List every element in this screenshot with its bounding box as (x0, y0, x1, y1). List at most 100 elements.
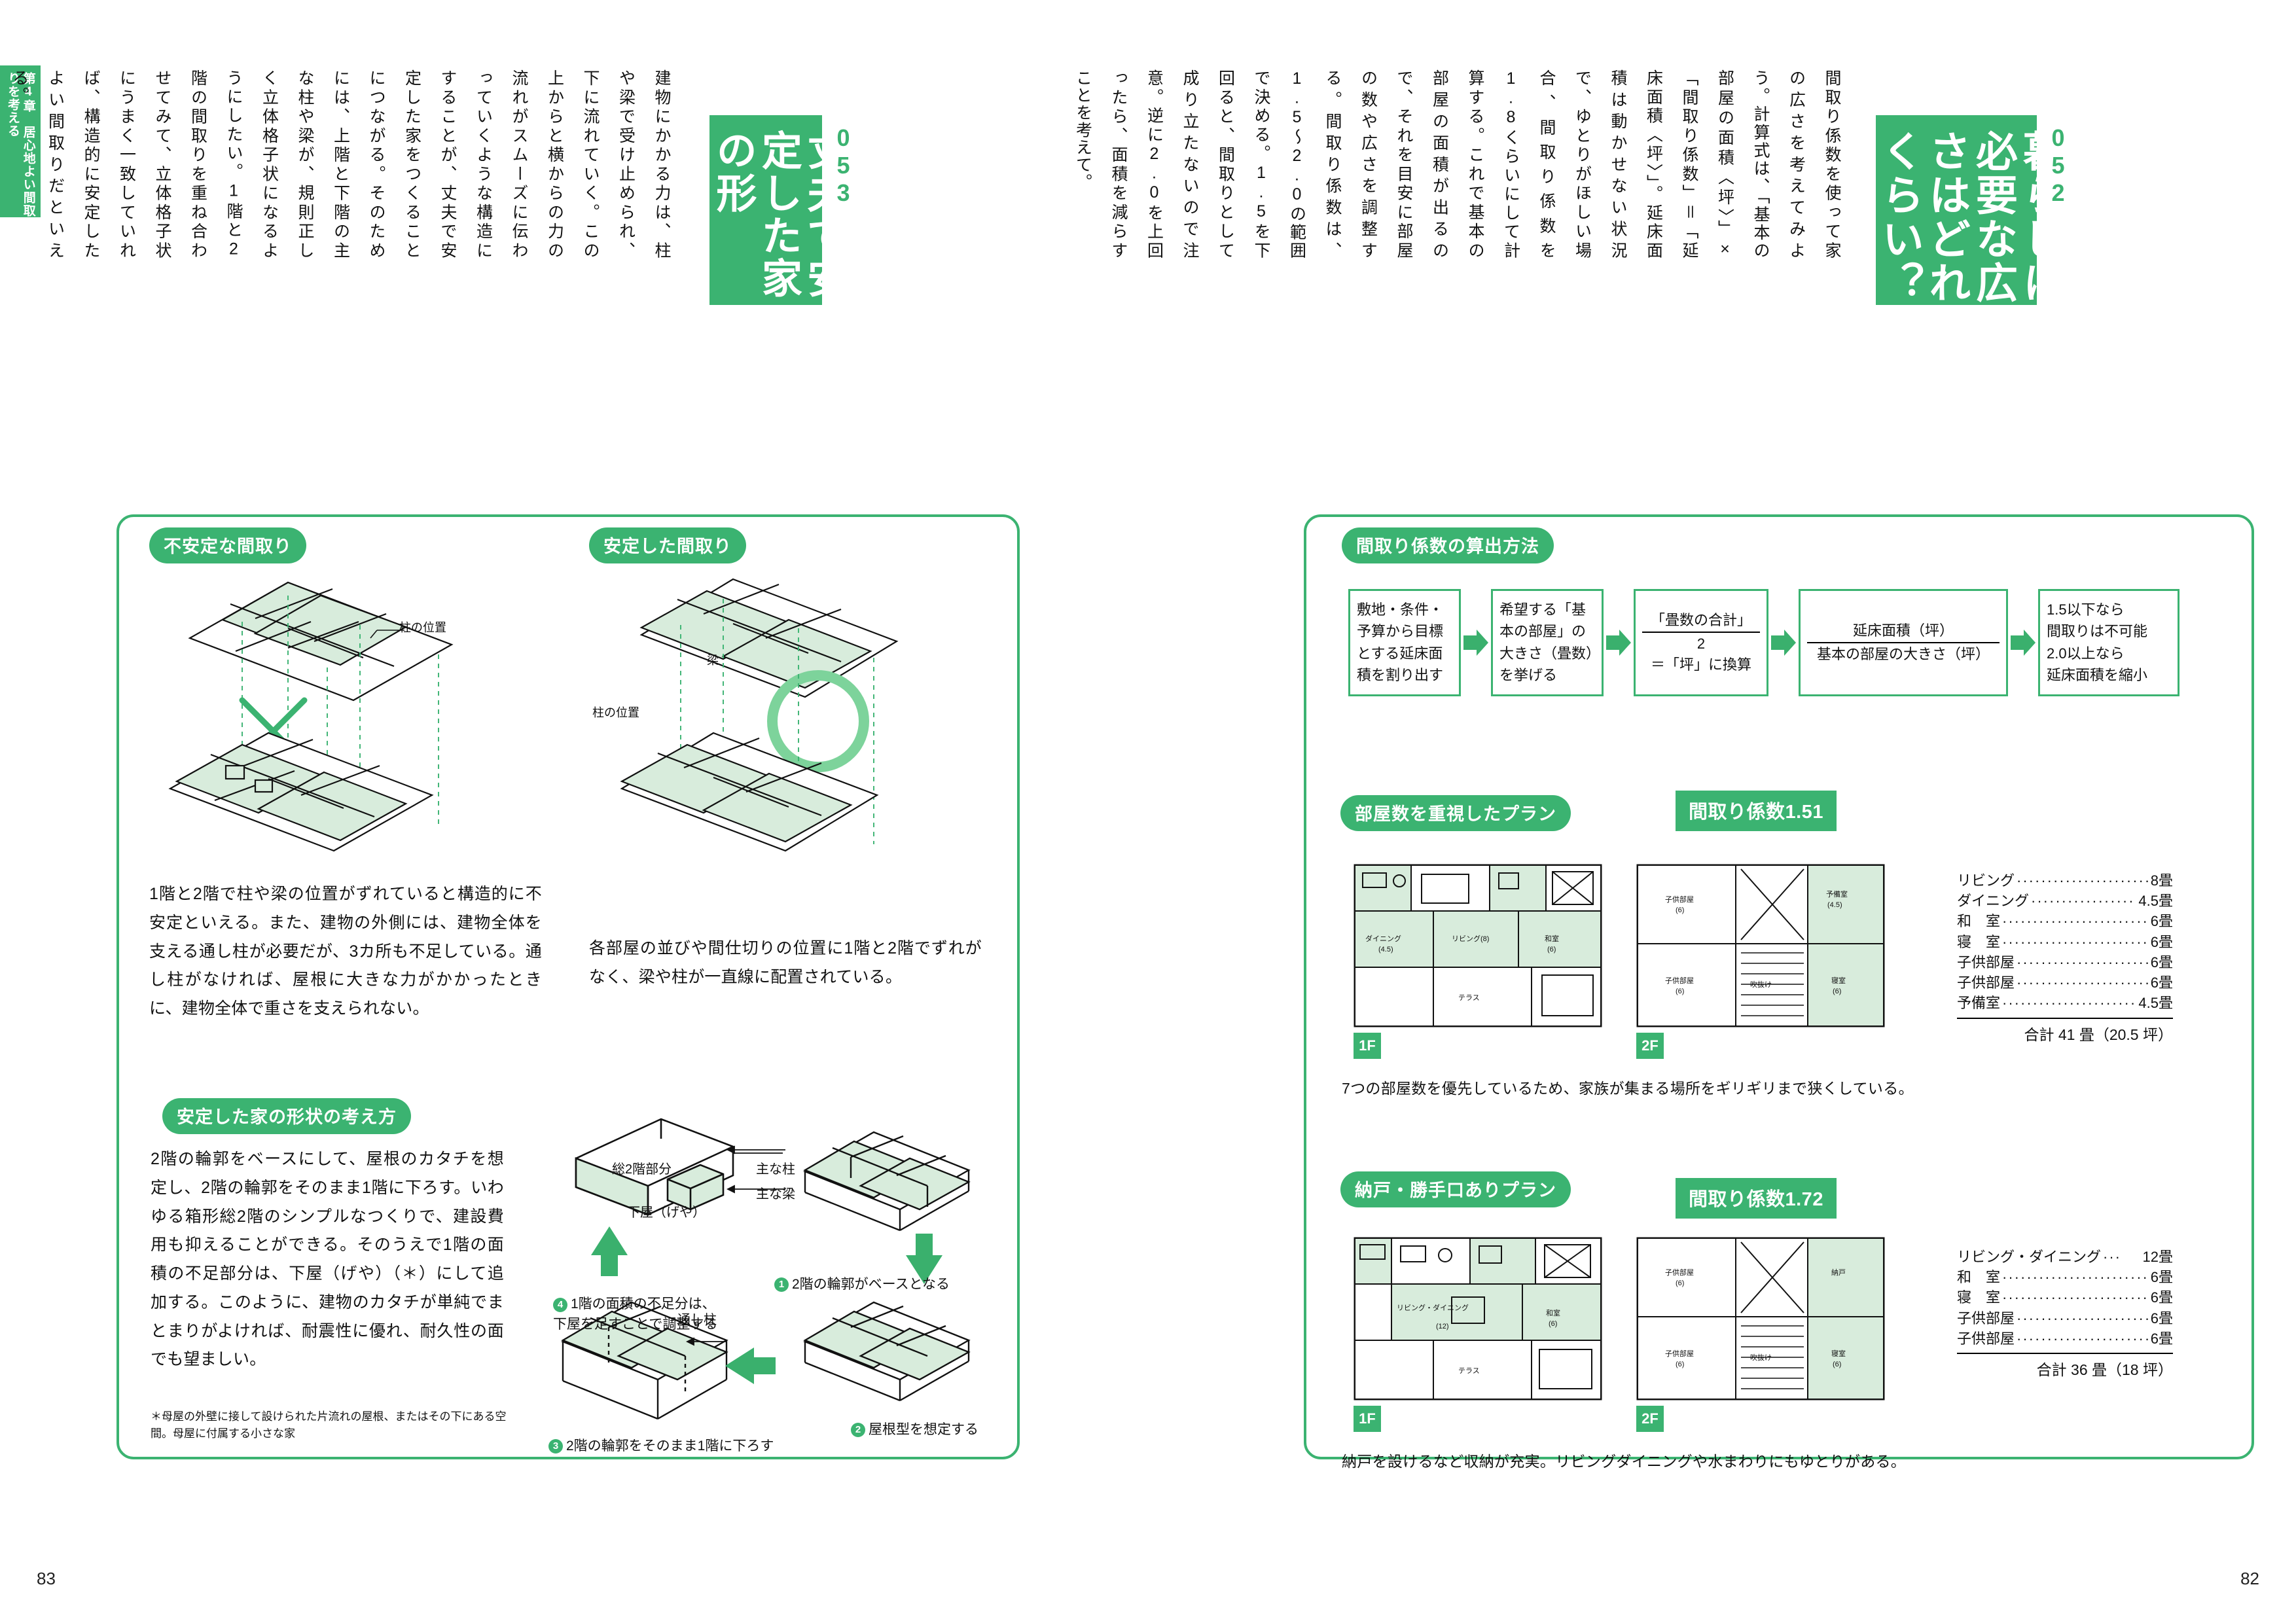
annotation-column-position-unstable: 柱の位置 (399, 621, 446, 634)
room-value: 6畳 (2150, 1269, 2173, 1286)
leader-dots: ······························ (2017, 872, 2149, 889)
room-name: 子供部屋 (1957, 954, 2015, 971)
flow-step-5-line-1: 1.5以下なら (2047, 601, 2125, 618)
flow-step-4-fraction: 延床面積（坪） 基本の部屋の大きさ（坪） (1807, 621, 2000, 664)
step-number-1: 1 (774, 1277, 789, 1293)
room-name: 寝 室 (1957, 933, 2001, 950)
svg-text:リビング(8): リビング(8) (1452, 934, 1489, 943)
step-number-2: 2 (851, 1423, 865, 1438)
flow-step-1-line-2: 予算から目標 (1357, 623, 1444, 640)
svg-text:和室: 和室 (1545, 934, 1559, 943)
table-row: 子供部屋 ······························ 6畳 (1957, 972, 2173, 993)
caption-plan-1: 7つの部屋数を優先しているため、家族が集まる場所をギリギリまで狭くしている。 (1342, 1080, 1914, 1097)
room-value: 6畳 (2150, 913, 2173, 930)
flow-step-5-line-2: 間取りは不可能 (2047, 623, 2148, 640)
plan-1-floor-2f-drawing: 子供部屋 (6) 子供部屋 (6) 予備室 (4.5) 寝室 (6) 吹抜け (1636, 864, 1885, 1027)
room-name: 子供部屋 (1957, 1330, 2015, 1347)
step-text-4: 1階の面積の不足分は、 下屋を足すことで調整する (553, 1296, 718, 1332)
plan-2-total: 合計 36 畳（18 坪） (1957, 1353, 2173, 1380)
flow-step-1: 敷地・条件・ 予算から目標 とする延床面 積を割り出す (1348, 589, 1461, 696)
label-flow-method: 間取り係数の算出方法 (1342, 527, 1554, 563)
room-name: 和 室 (1957, 913, 2001, 930)
leader-dots: ······························ (2017, 1330, 2149, 1347)
left-panel (117, 514, 1020, 1459)
unstable-isometric-drawing (164, 569, 569, 883)
svg-text:寝室: 寝室 (1831, 1349, 1846, 1358)
svg-text:(4.5): (4.5) (1378, 946, 1393, 954)
svg-text:子供部屋: 子供部屋 (1665, 1349, 1694, 1358)
svg-text:和室: 和室 (1546, 1308, 1560, 1317)
flow-step-4-denominator: 基本の部屋の大きさ（坪） (1816, 645, 1990, 662)
leader-dots: ······························ (2002, 1289, 2149, 1306)
flow-step-3-numerator: 「畳数の合計」 (1642, 611, 1760, 633)
flow-arrow-2-icon (1604, 629, 1634, 656)
right-page-number: 82 (2240, 1569, 2259, 1588)
flow-step-2-line-4: を挙げる (1499, 667, 1558, 684)
room-value: 6畳 (2150, 974, 2173, 991)
room-value: 4.5畳 (2138, 995, 2173, 1012)
label-unstable-plan: 不安定な間取り (149, 527, 306, 563)
plan-1-room-table: リビング ······························ 8畳 ダ… (1957, 870, 2173, 1044)
table-row: 子供部屋 ······························ 6畳 (1957, 952, 2173, 972)
annotation-through-column: 通し柱 (677, 1313, 717, 1327)
annotation-leader-1 (370, 630, 404, 639)
table-row: 寝 室 ······························ 6畳 (1957, 1287, 2173, 1308)
plan-2-tag-2f: 2F (1636, 1406, 1664, 1432)
leader-dots: ······························ (2002, 933, 2149, 950)
svg-text:納戸: 納戸 (1831, 1268, 1846, 1277)
chapter-tab: 第4章 居心地よい間取りを考える (0, 65, 41, 217)
svg-text:予備室: 予備室 (1826, 889, 1848, 899)
svg-text:吹抜け: 吹抜け (1750, 980, 1772, 989)
svg-text:(6): (6) (1676, 1279, 1684, 1287)
plan-2-floor-1f-drawing: リビング・ダイニング (12) 和室 (6) テラス (1354, 1237, 1602, 1400)
svg-text:(12): (12) (1436, 1323, 1449, 1330)
plan-2-room-table: リビング・ダイニング ··· 12畳 和 室 ·················… (1957, 1247, 2173, 1380)
room-name: 和 室 (1957, 1269, 2001, 1286)
room-value: 6畳 (2150, 1310, 2173, 1327)
flow-step-3: 「畳数の合計」 2 ＝「坪」に換算 (1634, 589, 1768, 696)
right-section-number-text: 052 (2045, 124, 2072, 207)
room-value: 8畳 (2150, 872, 2173, 889)
footnote-geya: ＊母屋の外壁に接して設けられた片流れの屋根、またはその下にある空間。母屋に付属す… (151, 1410, 507, 1440)
coefficient-plan-2: 間取り係数1.72 (1676, 1178, 1837, 1219)
leader-dots: ······························ (2002, 995, 2137, 1012)
svg-text:(6): (6) (1549, 1320, 1557, 1328)
svg-text:ダイニング: ダイニング (1365, 934, 1401, 943)
chapter-tab-label: 第4章 居心地よい間取りを考える (6, 72, 35, 217)
table-row: ダイニング ······························ 4.5… (1957, 891, 2173, 911)
table-row: 子供部屋 ······························ 6畳 (1957, 1308, 2173, 1329)
caption-stable-plan: 各部屋の並びや間仕切りの位置に1階と2階でずれがなく、梁や柱が一直線に配置されて… (589, 939, 982, 986)
flow-arrow-4-icon (2008, 629, 2038, 656)
flow-step-3-fraction: 「畳数の合計」 2 ＝「坪」に換算 (1642, 611, 1760, 674)
svg-text:(6): (6) (1676, 1361, 1684, 1368)
flow-step-1-line-3: とする延床面 (1357, 645, 1443, 662)
room-value: 12畳 (2142, 1249, 2173, 1265)
flow-step-2-line-3: 大きさ（畳数） (1499, 645, 1601, 662)
table-row: 予備室 ······························ 4.5畳 (1957, 993, 2173, 1013)
caption-unstable-plan: 1階と2階で柱や梁の位置がずれていると構造的に不安定といえる。また、建物の外側に… (149, 885, 542, 1018)
annotation-column-position-stable: 柱の位置 (592, 706, 639, 719)
room-value: 6畳 (2150, 954, 2173, 971)
svg-text:吹抜け: 吹抜け (1750, 1353, 1772, 1362)
flow-arrow-1-icon (1461, 629, 1491, 656)
flow-step-1-line-1: 敷地・条件・ (1357, 601, 1444, 618)
room-value: 6畳 (2150, 1330, 2173, 1347)
plan-2-floor-2f-drawing: 子供部屋 (6) 子供部屋 (6) 納戸 寝室 (6) 吹抜け (1636, 1237, 1885, 1400)
right-section-number: 052 (2045, 124, 2072, 211)
svg-text:リビング・ダイニング: リビング・ダイニング (1397, 1303, 1469, 1312)
stable-isometric-drawing (602, 569, 995, 883)
room-name: 予備室 (1957, 995, 2001, 1012)
room-name: 寝 室 (1957, 1289, 2001, 1306)
annotation-main-column: 主な柱 (756, 1162, 795, 1177)
room-name: リビング・ダイニング (1957, 1249, 2102, 1265)
label-stable-plan: 安定した間取り (589, 527, 746, 563)
table-row: リビング・ダイニング ··· 12畳 (1957, 1247, 2173, 1267)
room-value: 4.5畳 (2138, 893, 2173, 910)
room-name: 子供部屋 (1957, 974, 2015, 991)
step-text-3: 2階の輪郭をそのまま1階に下ろす (566, 1438, 774, 1454)
flow-step-2-line-2: 本の部屋」の (1499, 623, 1587, 640)
